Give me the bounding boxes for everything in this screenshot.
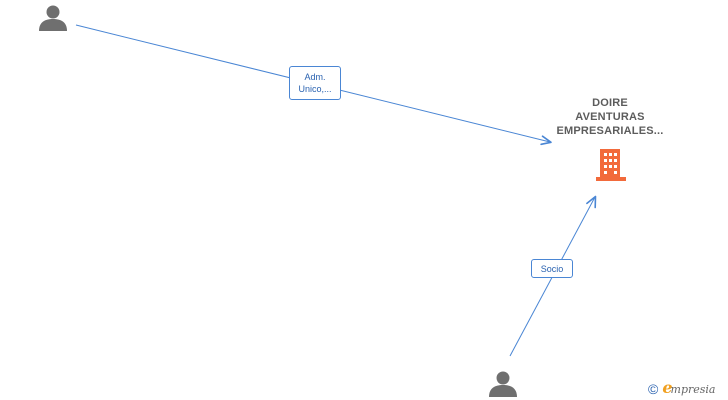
empresia-logo: empresia <box>662 380 715 398</box>
building-icon[interactable] <box>596 149 626 181</box>
company-name-line: EMPRESARIALES... <box>556 125 664 137</box>
brand-initial: e <box>662 378 673 397</box>
company-name[interactable]: DOIRE AVENTURAS EMPRESARIALES... <box>540 96 680 138</box>
edge-arrowhead-socio <box>586 195 597 209</box>
person-icon[interactable] <box>39 5 67 32</box>
edge-label-line: Adm. <box>304 72 326 82</box>
copyright-symbol: © <box>648 381 659 397</box>
person-icon[interactable] <box>489 371 517 398</box>
edge-arrowhead-adm-unico <box>540 135 552 146</box>
edge-label-socio[interactable]: Socio <box>531 259 573 278</box>
edge-label-adm-unico[interactable]: Adm. Unico,... <box>289 66 341 100</box>
empresia-watermark: © empresia <box>648 379 715 399</box>
brand-name: mpresia <box>670 383 716 396</box>
edge-label-line: Unico,... <box>298 84 332 94</box>
company-name-line: DOIRE <box>592 97 628 109</box>
edge-label-line: Socio <box>540 264 564 274</box>
company-name-line: AVENTURAS <box>575 111 645 123</box>
